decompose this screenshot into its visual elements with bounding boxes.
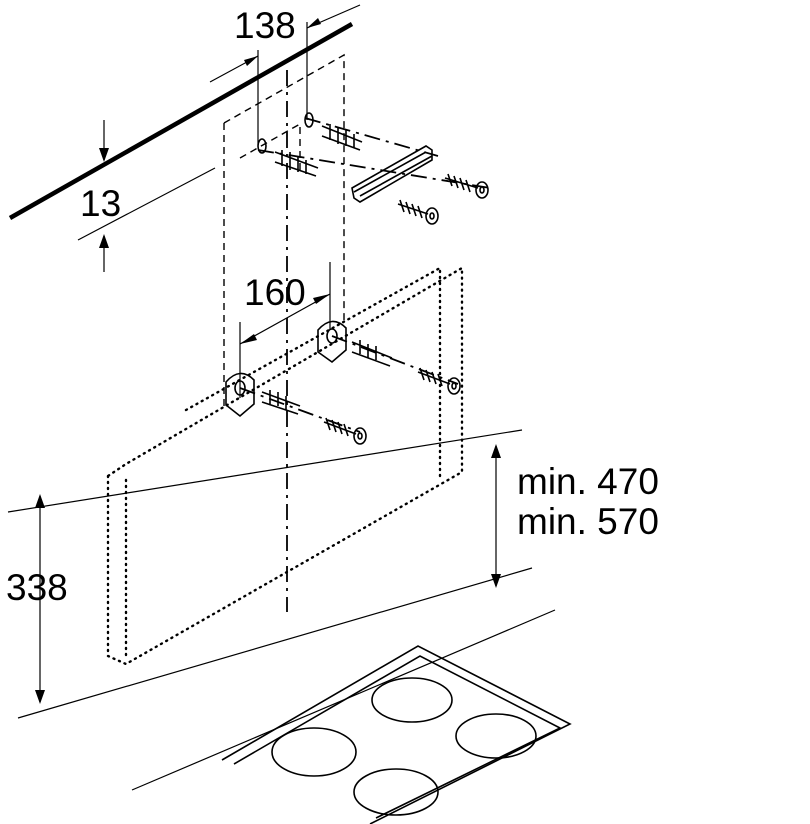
dimension-label-138: 138 <box>234 5 296 46</box>
cooktop-burner-rear-right <box>455 713 537 759</box>
cooktop-burner-rear-left <box>371 677 453 723</box>
upper-mounting-rail <box>351 145 433 203</box>
upper-chimney-outline <box>223 53 345 410</box>
dimension-label-min-470: min. 470 <box>517 461 659 502</box>
ceiling-edge-line <box>8 22 354 220</box>
hood-bottom-reference-line <box>7 429 523 513</box>
dimension-label-13: 13 <box>80 183 121 224</box>
dimension-160: 160 <box>239 262 331 398</box>
upper-wall-plug-left <box>257 138 319 177</box>
lower-wall-plug-right <box>351 340 393 367</box>
dimension-label-338: 338 <box>6 567 68 608</box>
dimension-138: 138 <box>209 4 361 145</box>
dimension-label-min-570: min. 570 <box>517 501 659 542</box>
counter-reference-line <box>17 567 533 719</box>
dimension-min-height: min. 470 min. 570 <box>491 444 659 588</box>
lower-bracket-right <box>317 320 347 364</box>
lower-wall-plug-left <box>261 390 301 415</box>
lower-bracket-left <box>225 372 255 418</box>
cooktop-burner-front-right <box>353 768 439 816</box>
upper-screw-left <box>397 199 439 225</box>
cooktop <box>131 609 572 824</box>
upper-bracket-axis <box>257 149 491 189</box>
dimension-338: 338 <box>6 494 68 704</box>
lower-screw-right <box>417 367 461 395</box>
upper-screw-right <box>444 173 489 199</box>
hood-body-outline <box>106 265 464 666</box>
upper-bracket-axis-2 <box>304 117 439 157</box>
dimension-13: 13 <box>77 120 216 272</box>
upper-wall-plug-right <box>304 112 363 151</box>
dimension-label-160: 160 <box>244 272 306 313</box>
cooktop-burner-front-left <box>271 727 357 777</box>
lower-bracket-axis <box>239 387 361 433</box>
lower-screw-left <box>323 417 367 445</box>
lower-bracket-axis-2 <box>331 335 459 385</box>
